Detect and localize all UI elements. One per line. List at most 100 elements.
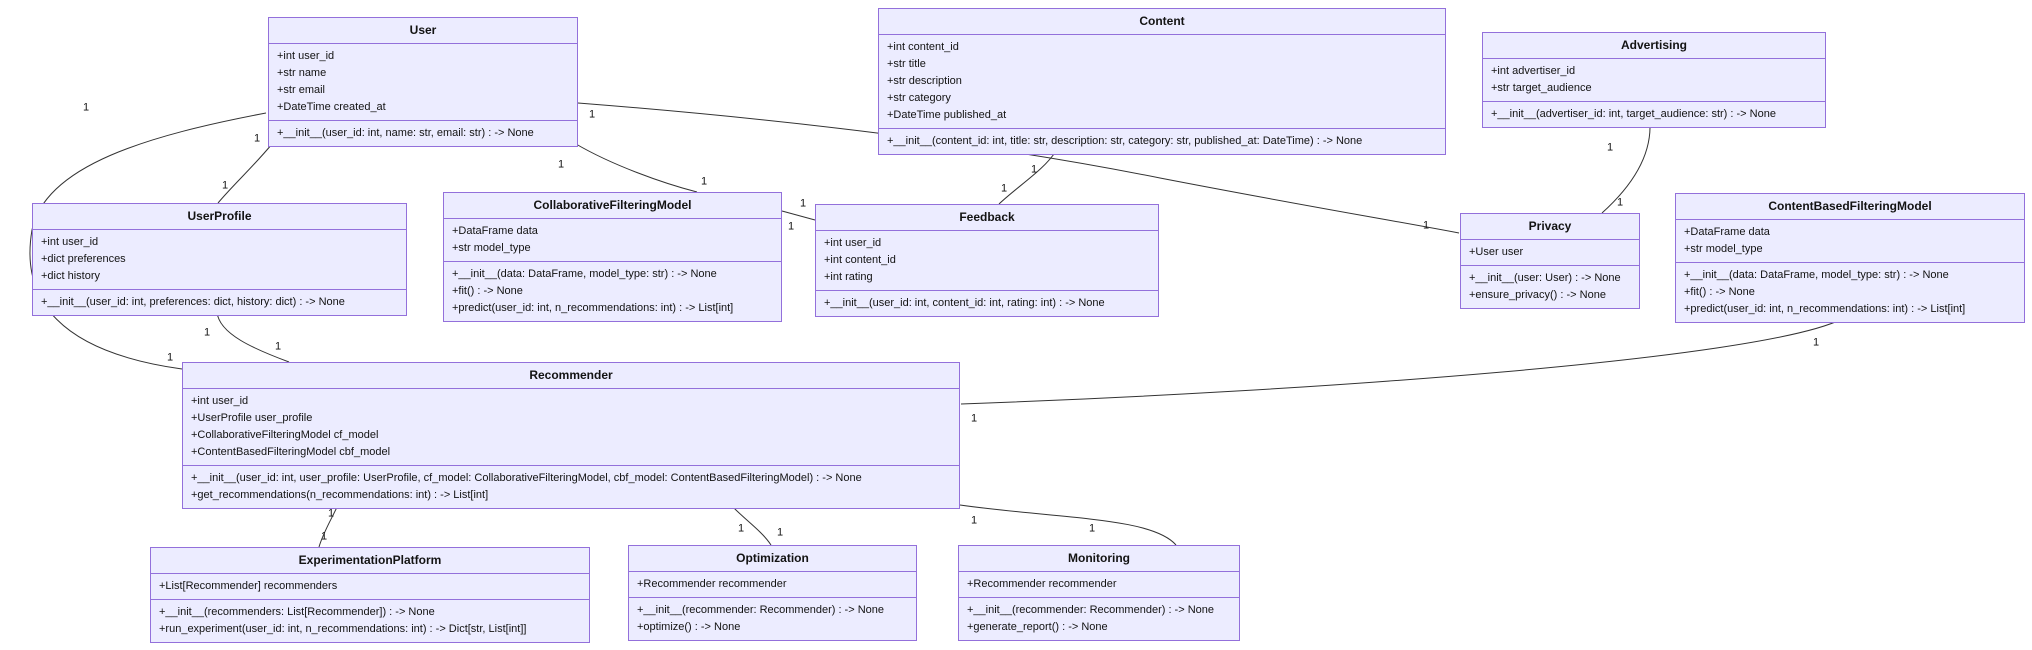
methods-compartment: +__init__(data: DataFrame, model_type: s…: [1676, 262, 2024, 322]
class-title: Privacy: [1528, 219, 1572, 233]
edge-Content-Feedback: [998, 150, 1057, 205]
class-attribute: +ContentBasedFilteringModel cbf_model: [191, 446, 391, 458]
class-title: ContentBasedFilteringModel: [1768, 199, 1932, 213]
multiplicity-label: 1: [776, 526, 784, 539]
class-box-Advertising: Advertising +int advertiser_id+str target…: [1482, 32, 1826, 128]
methods-compartment: +__init__(user: User) : -> None+ensure_p…: [1461, 265, 1639, 308]
attributes-compartment: +List[Recommender] recommenders: [151, 573, 589, 599]
multiplicity-label: 1: [588, 108, 596, 121]
attributes-compartment: +int advertiser_id+str target_audience: [1483, 58, 1825, 101]
edge-User-Privacy: [577, 102, 1460, 234]
edge-UserProfile-Recommender: [216, 311, 290, 363]
methods-compartment: +__init__(recommender: Recommender) : ->…: [959, 597, 1239, 640]
edge-Recommender-Monitoring: [959, 504, 1177, 546]
edge-User-UserProfile: [217, 143, 273, 204]
class-attribute: +int rating: [824, 271, 873, 283]
multiplicity-label: 1: [970, 514, 978, 527]
class-box-ContentBasedFilteringModel: ContentBasedFilteringModel +DataFrame dat…: [1675, 193, 2025, 323]
attributes-compartment: +int user_id+int content_id+int rating: [816, 230, 1158, 290]
class-title: ExperimentationPlatform: [298, 553, 442, 567]
methods-compartment: +__init__(user_id: int, user_profile: Us…: [183, 465, 959, 508]
attributes-compartment: +int user_id +UserProfile user_profile +Co…: [183, 388, 959, 465]
multiplicity-label: 1: [799, 197, 807, 210]
class-attribute: +str name: [277, 67, 327, 79]
class-method: +__init__(data: DataFrame, model_type: s…: [452, 268, 717, 280]
multiplicity-label: 1: [274, 340, 282, 353]
class-attribute: +Recommender recommender: [637, 578, 787, 590]
edge-Advertising-Privacy: [1601, 123, 1651, 214]
class-title: User: [409, 23, 437, 37]
class-box-ExperimentationPlatform: ExperimentationPlatform +List[Recommender…: [150, 547, 590, 643]
class-attribute: +int user_id: [277, 50, 335, 62]
class-box-CollaborativeFilteringModel: CollaborativeFilteringModel+DataFrame da…: [443, 192, 782, 322]
class-attribute: +str email: [277, 84, 325, 96]
class-attribute: +Recommender recommender: [967, 578, 1117, 590]
edge-ContentBasedFilteringModel-Recommender: [960, 318, 1843, 405]
class-method: +predict(user_id: int, n_recommendations…: [1684, 303, 1966, 315]
multiplicity-label: 1: [1088, 522, 1096, 535]
class-attribute: +int content_id: [887, 41, 959, 53]
class-method: +__init__(content_id: int, title: str, d…: [887, 135, 1363, 147]
class-box-Privacy: Privacy +User user +__init__(user: User) :…: [1460, 213, 1640, 309]
edge-CollaborativeFilteringModel-Feedback: [781, 210, 816, 221]
multiplicity-label: 1: [557, 158, 565, 171]
attributes-compartment: +int content_id +str title +str descriptio…: [879, 34, 1445, 128]
class-title: Feedback: [959, 210, 1015, 224]
attributes-compartment: +Recommender recommender: [629, 571, 916, 597]
class-method: +__init__(user_id: int, name: str, email…: [277, 127, 534, 139]
multiplicity-label: 1: [700, 175, 708, 188]
multiplicity-label: 1: [970, 412, 978, 425]
class-attribute: +User user: [1469, 246, 1524, 258]
class-title: Recommender: [529, 368, 613, 382]
class-method: +__init__(recommender: Recommender) : ->…: [637, 604, 885, 616]
class-title: Content: [1139, 14, 1185, 28]
class-attribute: +CollaborativeFilteringModel cf_model: [191, 429, 379, 441]
class-method: +fit() : -> None: [1684, 286, 1755, 298]
class-box-Monitoring: Monitoring +Recommender recommender +__ini…: [958, 545, 1240, 641]
class-method: +__init__(user_id: int, content_id: int,…: [824, 297, 1105, 309]
class-box-User: User +int user_id +str name +str email +Date…: [268, 17, 578, 147]
methods-compartment: +__init__(content_id: int, title: str, d…: [879, 128, 1445, 154]
class-title: Optimization: [736, 551, 809, 565]
attributes-compartment: +User user: [1461, 239, 1639, 265]
methods-compartment: +__init__(user_id: int, preferences: dic…: [33, 289, 406, 315]
class-attribute: +int content_id: [824, 254, 896, 266]
multiplicity-label: 1: [1030, 163, 1038, 176]
class-method: +run_experiment(user_id: int, n_recommen…: [159, 623, 527, 635]
class-title: Monitoring: [1068, 551, 1130, 565]
multiplicity-label: 1: [327, 507, 335, 520]
multiplicity-label: 1: [1606, 141, 1614, 154]
multiplicity-label: 1: [320, 530, 328, 543]
class-method: +__init__(user_id: int, user_profile: Us…: [191, 472, 862, 484]
attributes-compartment: +int user_id+dict preferences+dict histo…: [33, 229, 406, 289]
class-method: +optimize() : -> None: [637, 621, 741, 633]
class-attribute: +DataFrame data: [1684, 226, 1770, 238]
multiplicity-label: 1: [1812, 336, 1820, 349]
class-method: +__init__(user: User) : -> None: [1469, 272, 1621, 284]
class-box-Content: Content +int content_id +str title +str des…: [878, 8, 1446, 155]
multiplicity-label: 1: [166, 351, 174, 364]
edge-User-CollaborativeFilteringModel: [575, 143, 698, 193]
class-attribute: +str description: [887, 75, 962, 87]
class-attribute: +DateTime published_at: [887, 109, 1007, 121]
methods-compartment: +__init__(user_id: int, content_id: int,…: [816, 290, 1158, 316]
class-method: +__init__(advertiser_id: int, target_aud…: [1491, 108, 1776, 120]
class-attribute: +str title: [887, 58, 926, 70]
methods-compartment: +__init__(data: DataFrame, model_type: s…: [444, 261, 781, 321]
multiplicity-label: 1: [787, 220, 795, 233]
class-box-Feedback: Feedback+int user_id+int content_id+int …: [815, 204, 1159, 317]
class-attribute: +dict preferences: [41, 253, 126, 265]
class-attribute: +UserProfile user_profile: [191, 412, 313, 424]
attributes-compartment: +int user_id +str name +str email +DateTime…: [269, 43, 577, 120]
class-attribute: +DateTime created_at: [277, 101, 386, 113]
class-method: +fit() : -> None: [452, 285, 523, 297]
class-attribute: +str target_audience: [1491, 82, 1592, 94]
class-method: +generate_report() : -> None: [967, 621, 1108, 633]
attributes-compartment: +DataFrame data+str model_type: [444, 218, 781, 261]
class-box-Optimization: Optimization +Recommender recommender +__i…: [628, 545, 917, 641]
class-title: UserProfile: [187, 209, 252, 223]
class-attribute: +int user_id: [191, 395, 249, 407]
multiplicity-label: 1: [82, 101, 90, 114]
class-title: Advertising: [1620, 38, 1687, 52]
